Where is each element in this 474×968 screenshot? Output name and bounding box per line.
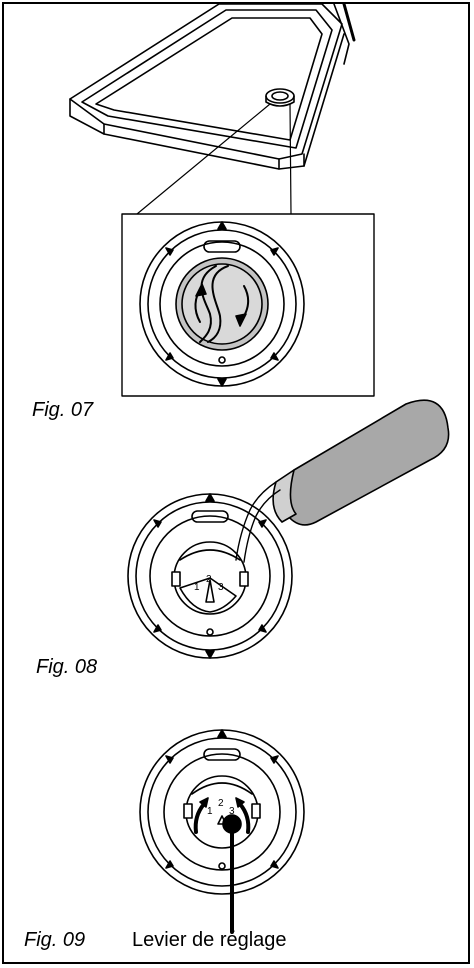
fig08-dial-digit-3: 3: [218, 582, 224, 593]
fig07-zoom-box: [121, 213, 375, 397]
fig09-illustration: 1 2 3: [139, 729, 305, 934]
fig08-illustration: 1 2 3: [127, 399, 450, 659]
fig09-label: Fig. 09: [24, 929, 86, 951]
fig09-dial-digit-3: 3: [229, 806, 235, 817]
fig09-dial-digit-2: 2: [218, 798, 224, 809]
fig08-bottle: [235, 399, 450, 563]
adjustment-lever-caption: Levier de réglage: [132, 929, 287, 951]
fig07-filter-cap: [139, 221, 305, 387]
fig08-filter-cap: 1 2 3: [127, 493, 293, 659]
tray-valve: [265, 88, 295, 107]
tray-illustration: [69, 4, 356, 215]
fig08-dial-digit-1: 1: [194, 582, 200, 593]
fig08-dial-digit-2: 2: [206, 574, 212, 585]
fig08-label: Fig. 08: [36, 656, 98, 678]
fig09-filter-cap: 1 2 3: [139, 729, 305, 934]
diagram-canvas: 1 2 3: [69, 4, 450, 934]
fig09-dial-digit-1: 1: [207, 806, 213, 817]
fig07-label: Fig. 07: [32, 399, 94, 421]
